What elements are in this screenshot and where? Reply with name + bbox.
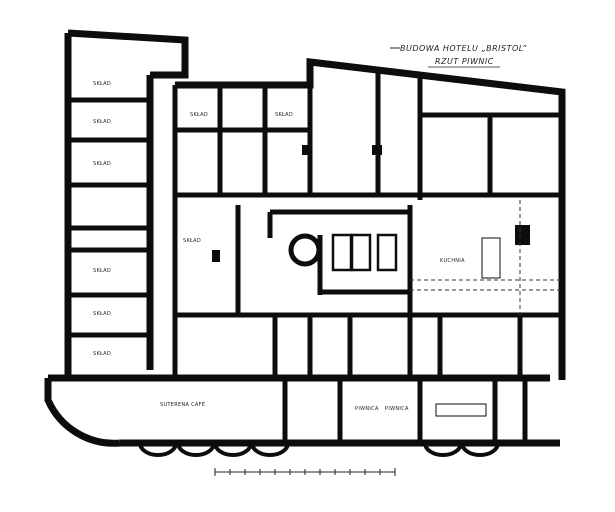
room-label: SKŁAD: [93, 351, 111, 357]
room-label-kitchen: KUCHNIA: [440, 258, 465, 264]
interior-walls: [68, 70, 562, 443]
room-label: PIWNICA: [355, 406, 379, 412]
room-label: SKŁAD: [183, 238, 201, 244]
room-label: SKŁAD: [275, 112, 293, 118]
dashed-lines: [410, 200, 560, 315]
room-label: PIWNICA: [385, 406, 409, 412]
room-label-cafe: SUTERENA CAFÉ: [160, 400, 205, 408]
room-label: SKŁAD: [93, 161, 111, 167]
room-label: SKŁAD: [93, 81, 111, 87]
plan-title: BUDOWA HOTELU „BRISTOL”: [400, 44, 527, 53]
fixtures: [331, 233, 501, 417]
room-label: SKŁAD: [93, 268, 111, 274]
room-label: SKŁAD: [93, 119, 111, 125]
bay-windows: [138, 442, 500, 457]
room-label: SKŁAD: [93, 311, 111, 317]
scale-bar: [214, 468, 396, 476]
columns: [212, 145, 530, 262]
plan-subtitle: RZUT PIWNIC: [435, 57, 494, 66]
title-block: BUDOWA HOTELU „BRISTOL” RZUT PIWNIC: [390, 44, 527, 68]
room-label: SKŁAD: [190, 112, 208, 118]
